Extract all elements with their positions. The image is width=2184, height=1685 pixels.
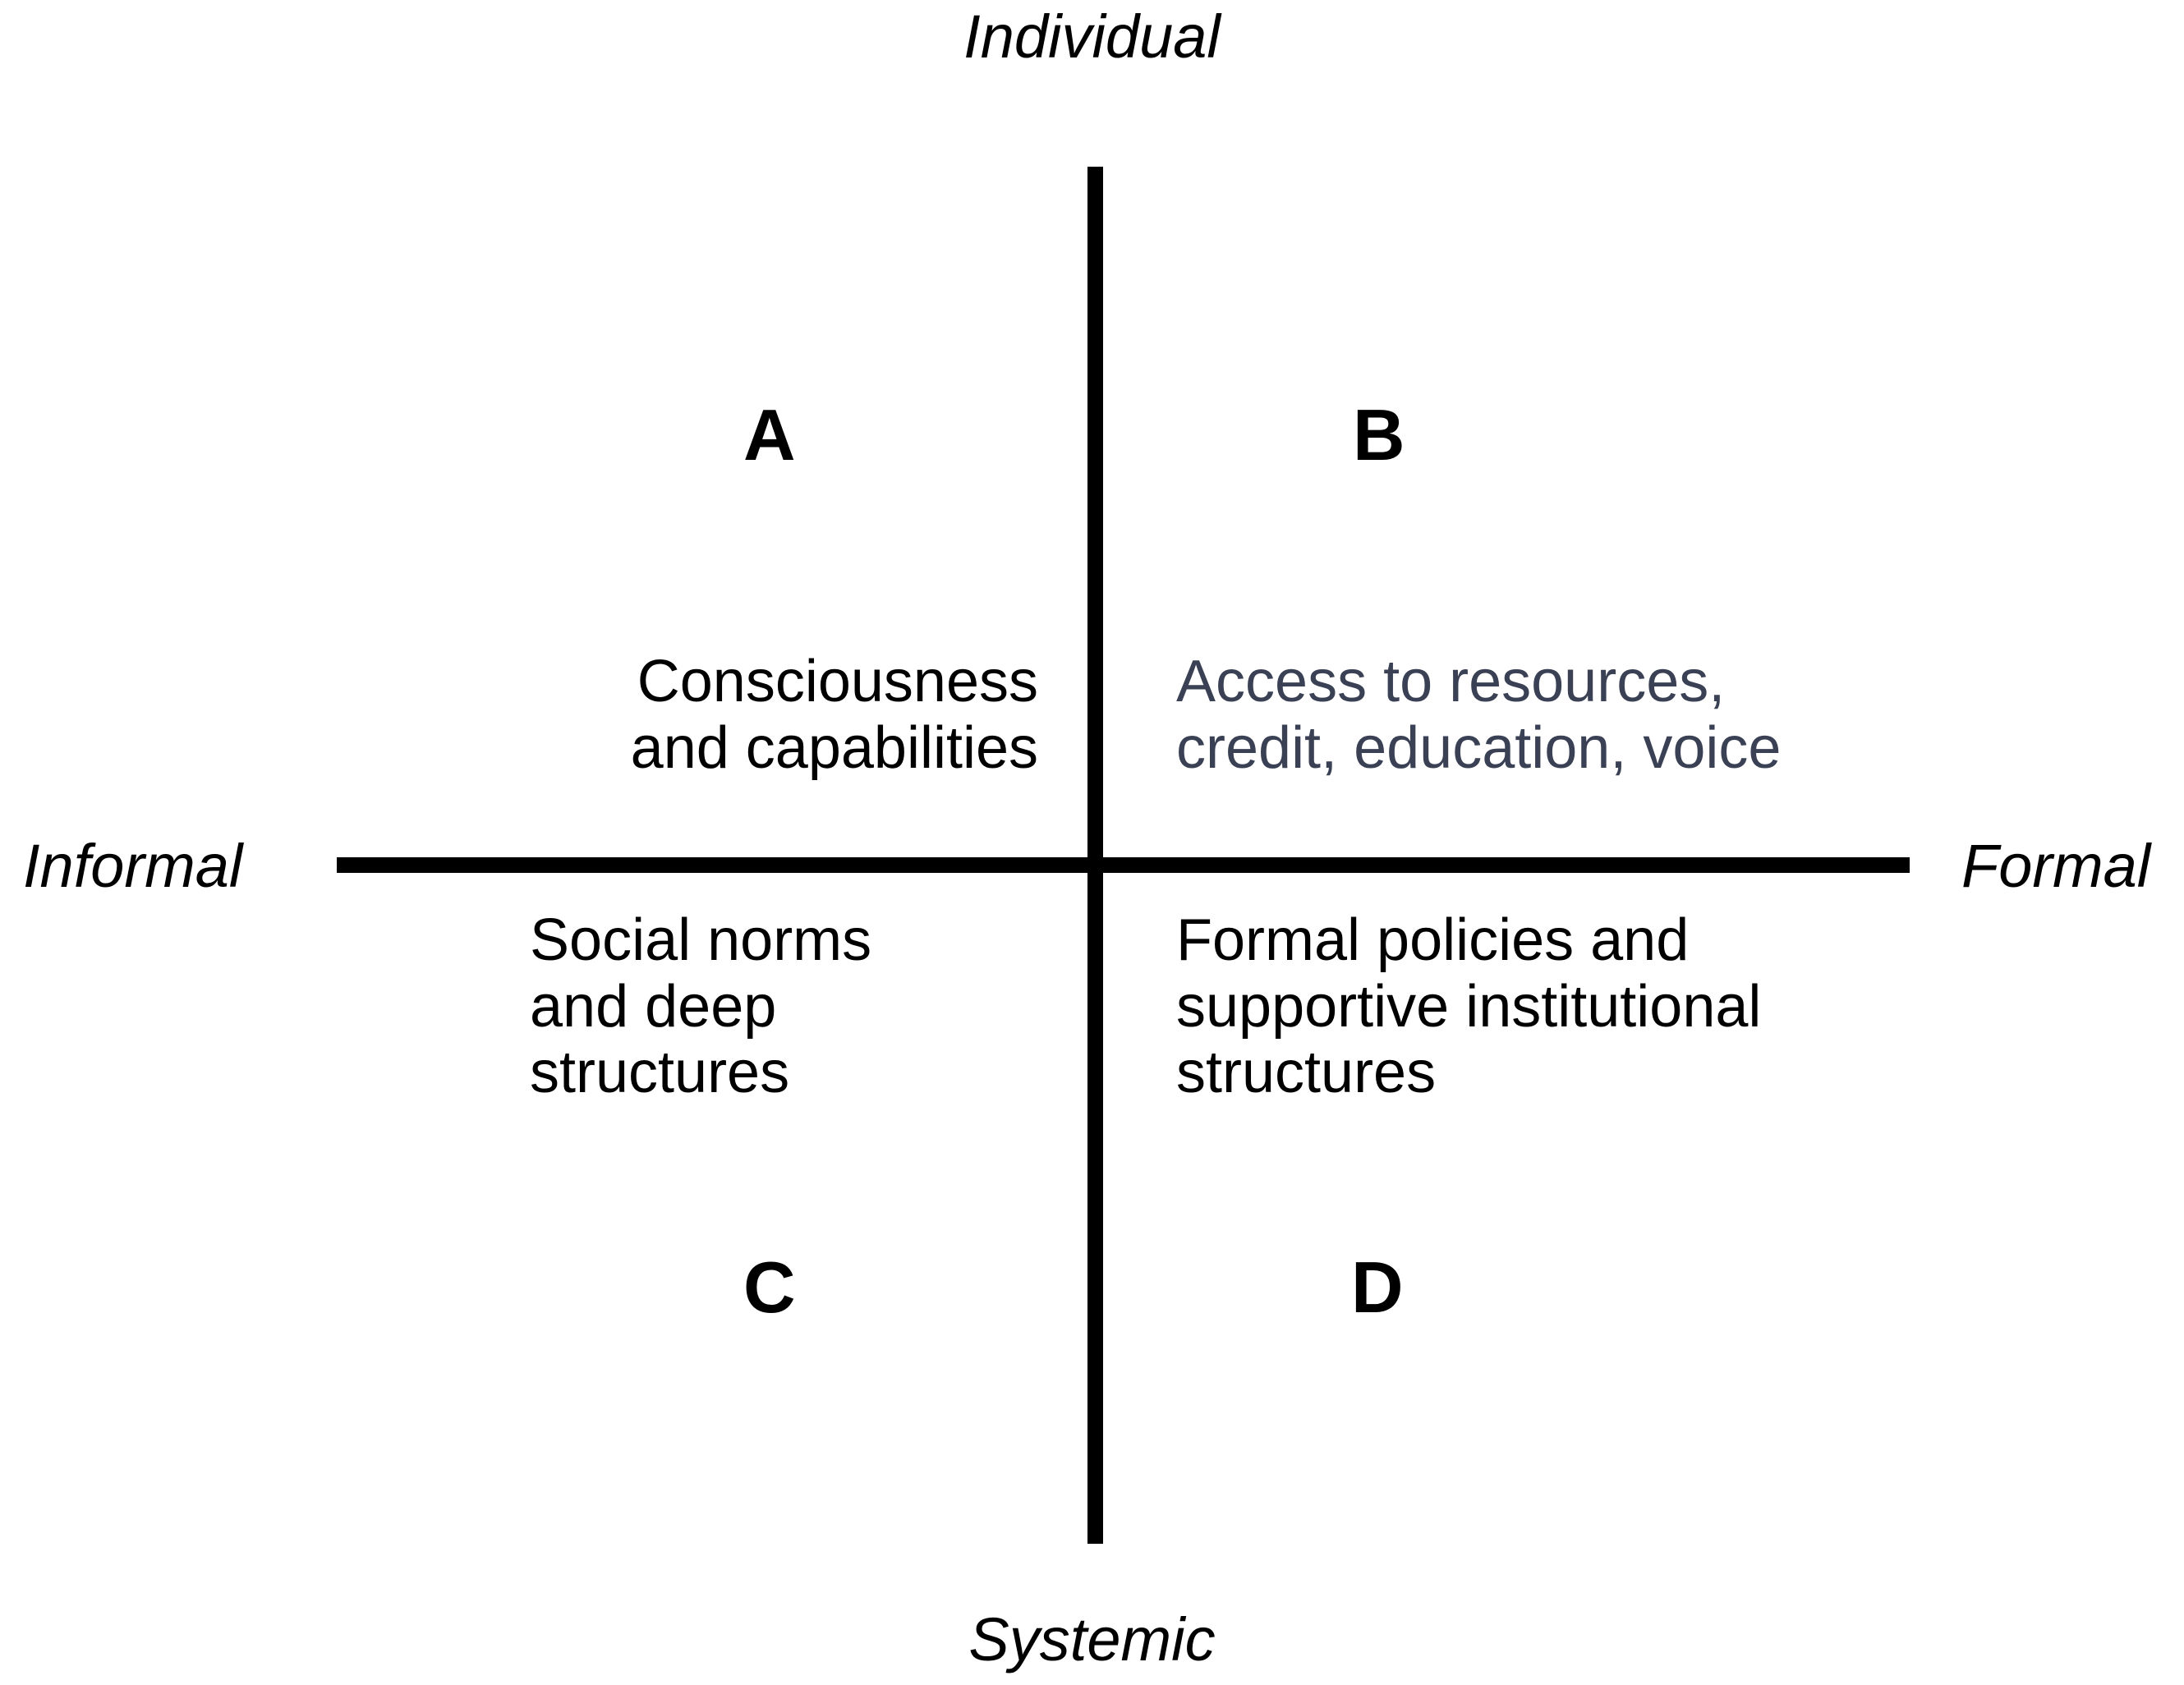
axis-label-informal: Informal bbox=[23, 832, 243, 900]
axis-label-systemic: Systemic bbox=[968, 1605, 1216, 1674]
vertical-axis-line bbox=[1087, 167, 1103, 1544]
quadrant-letter-b: B bbox=[1353, 394, 1405, 475]
quadrant-text-a: Consciousness and capabilities bbox=[630, 649, 1038, 781]
axis-label-formal: Formal bbox=[1961, 832, 2151, 900]
quadrant-text-d: Formal policies and supportive instituti… bbox=[1176, 907, 1762, 1106]
axis-label-individual: Individual bbox=[963, 2, 1221, 71]
quadrant-text-c: Social norms and deep structures bbox=[530, 907, 872, 1106]
quadrant-letter-c: C bbox=[743, 1247, 796, 1328]
horizontal-axis-line bbox=[337, 857, 1910, 873]
quadrant-letter-d: D bbox=[1351, 1247, 1404, 1328]
quadrant-text-b: Access to resources, credit, education, … bbox=[1176, 649, 1782, 781]
quadrant-letter-a: A bbox=[743, 394, 796, 475]
